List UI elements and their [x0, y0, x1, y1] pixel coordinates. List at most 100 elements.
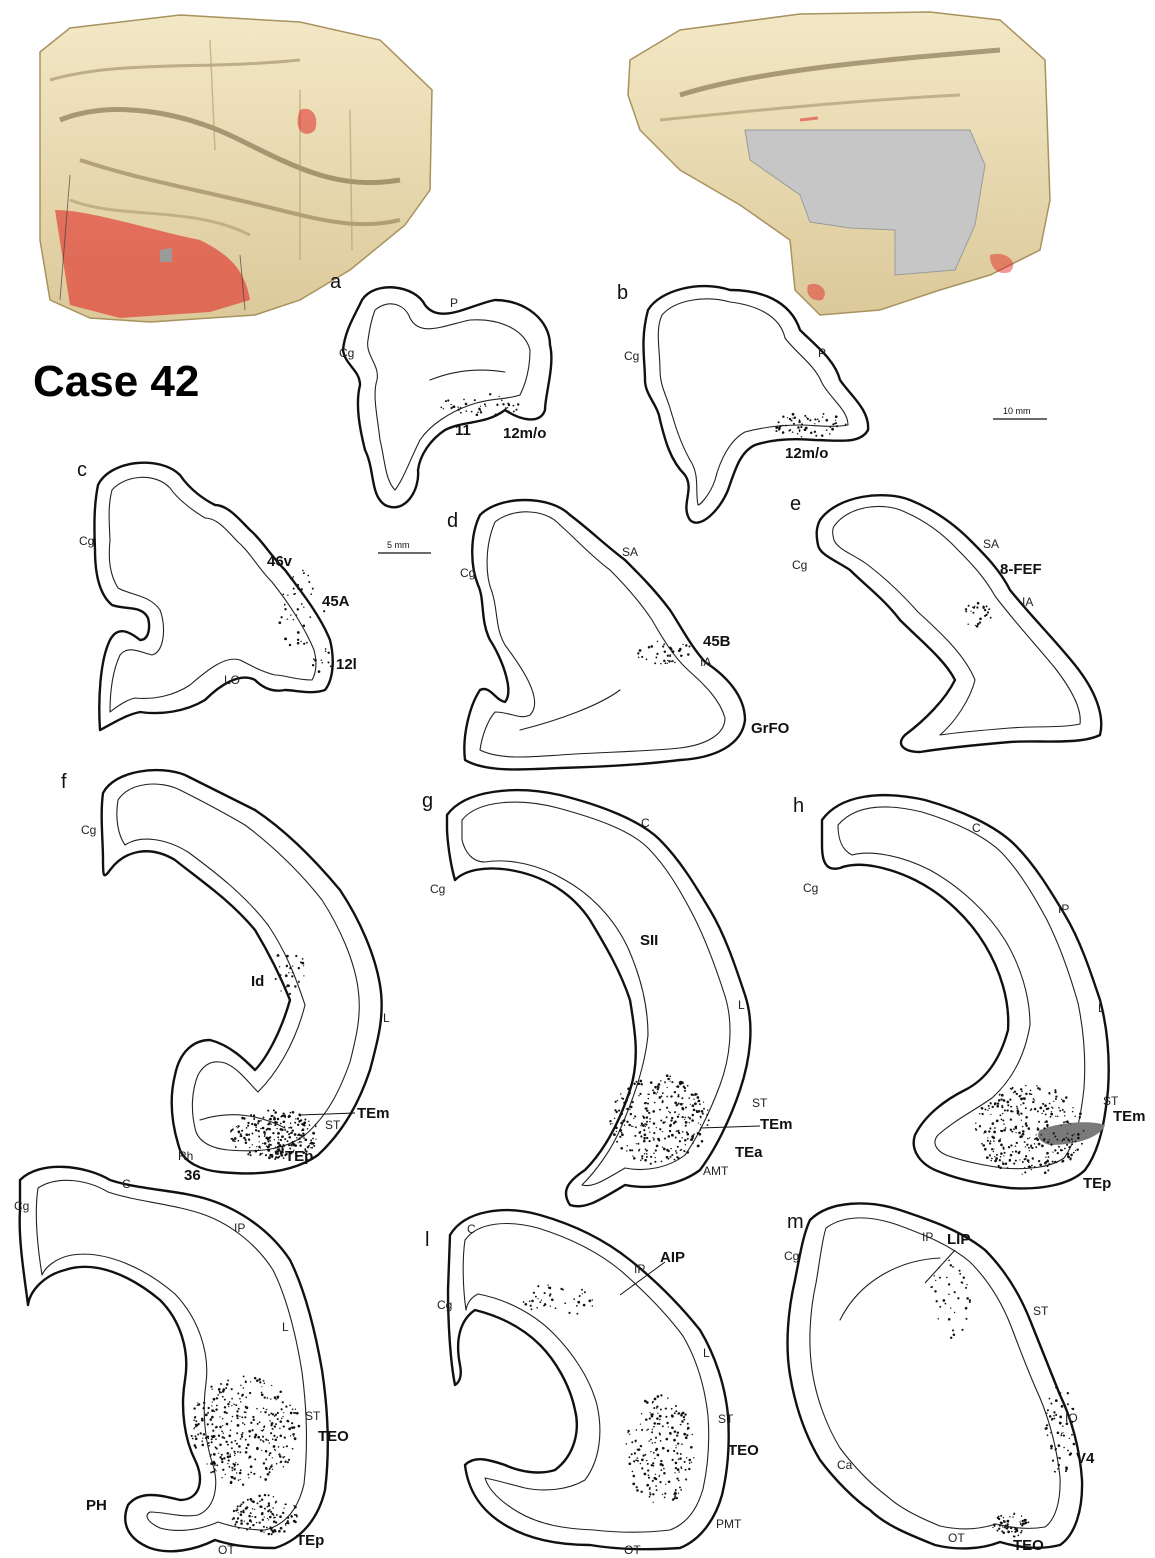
labeled-cell [296, 1151, 297, 1152]
labeled-cell [1005, 1127, 1007, 1129]
labeled-cell [240, 1511, 242, 1513]
labeled-cell [254, 1124, 257, 1127]
labeled-cell [681, 1137, 682, 1138]
labeled-cell [1047, 1169, 1049, 1171]
labeled-cell [667, 655, 669, 657]
labeled-cell [1059, 1422, 1062, 1425]
labeled-cell [635, 1126, 637, 1128]
labeled-cell [260, 1530, 263, 1533]
labeled-cell [1063, 1138, 1065, 1140]
labeled-cell [236, 1443, 238, 1445]
labeled-cell [274, 1415, 276, 1417]
labeled-cell [1071, 1421, 1073, 1423]
labeled-cell [1014, 1091, 1016, 1093]
labeled-cell [544, 1292, 546, 1294]
labeled-cell [652, 1462, 654, 1464]
labeled-cell [1003, 1129, 1006, 1132]
labeled-cell [1009, 1099, 1011, 1101]
labeled-cell [642, 1454, 644, 1456]
labeled-cell [988, 1130, 990, 1132]
sulcus-label-IA: IA [700, 655, 711, 669]
labeled-cell [245, 1508, 247, 1510]
labeled-cell [288, 1127, 290, 1129]
labeled-cell [654, 1102, 656, 1104]
labeled-cell [656, 653, 658, 655]
labeled-cell [211, 1389, 212, 1390]
labeled-cell [617, 1100, 618, 1101]
labeled-cell [301, 603, 303, 605]
labeled-cell [627, 1430, 629, 1432]
labeled-cell [685, 644, 687, 646]
labeled-cell [293, 1412, 295, 1414]
labeled-cell [263, 1429, 265, 1431]
labeled-cell [274, 1111, 277, 1114]
labeled-cell [285, 974, 288, 977]
labeled-cell [221, 1454, 223, 1456]
labeled-cell [1027, 1138, 1029, 1140]
labeled-cell [264, 1411, 266, 1413]
labeled-cell [240, 1469, 242, 1471]
labeled-cell [793, 423, 795, 425]
labeled-cell [295, 955, 297, 957]
area-label-12mo: 12m/o [503, 425, 546, 442]
labeled-cell [254, 1458, 256, 1460]
labeled-cell [649, 1492, 650, 1493]
labeled-cell [668, 1481, 671, 1484]
scale-label-10mm: 10 mm [1003, 406, 1031, 416]
labeled-cell [653, 1132, 655, 1134]
labeled-cell [659, 1419, 661, 1421]
labeled-cell [974, 606, 975, 607]
labeled-cell [1024, 1141, 1026, 1143]
labeled-cell [674, 1120, 677, 1123]
labeled-cell [1020, 1104, 1021, 1105]
labeled-cell [255, 1150, 258, 1153]
labeled-cell [1002, 1119, 1004, 1121]
labeled-cell [252, 1524, 254, 1526]
labeled-cell [686, 1131, 688, 1133]
panel-letter-b: b [617, 282, 628, 304]
labeled-cell [986, 1156, 989, 1159]
labeled-cell [1034, 1166, 1036, 1168]
labeled-cell [298, 1120, 301, 1123]
labeled-cell [806, 417, 807, 418]
labeled-cell [662, 1147, 663, 1148]
labeled-cell [689, 1122, 690, 1123]
labeled-cell [685, 1125, 687, 1127]
sulcus-label-IP: IP [1058, 902, 1069, 916]
labeled-cell [269, 1468, 270, 1469]
labeled-cell [845, 424, 847, 426]
labeled-cell [227, 1403, 229, 1405]
labeled-cell [997, 1103, 999, 1105]
labeled-cell [663, 1472, 666, 1475]
labeled-cell [655, 1485, 657, 1487]
labeled-cell [646, 1401, 649, 1404]
labeled-cell [936, 1300, 938, 1302]
labeled-cell [277, 1118, 280, 1121]
labeled-cell [1000, 1130, 1002, 1132]
labeled-cell [1032, 1157, 1034, 1159]
labeled-cell [691, 1119, 694, 1122]
labeled-cell [244, 1520, 245, 1521]
labeled-cell [679, 1081, 681, 1083]
labeled-cell [272, 1132, 274, 1134]
labeled-cell [512, 405, 514, 407]
labeled-cell [256, 1435, 257, 1436]
labeled-cell [285, 1405, 287, 1407]
labeled-cell [674, 1495, 676, 1497]
labeled-cell [1054, 1471, 1056, 1473]
labeled-cell [1070, 1157, 1072, 1159]
labeled-cell [1022, 1522, 1025, 1525]
labeled-cell [991, 1148, 993, 1150]
labeled-cell [981, 1143, 983, 1145]
labeled-cell [653, 1139, 654, 1140]
panel-letter-a: a [330, 271, 342, 293]
labeled-cell [268, 1414, 270, 1416]
labeled-cell [1049, 1398, 1051, 1400]
labeled-cell [234, 1137, 237, 1140]
labeled-cell [289, 1148, 291, 1150]
labeled-cell [228, 1434, 231, 1437]
sulcus-label-Cg: Cg [792, 558, 807, 572]
labeled-cell [309, 1124, 311, 1126]
sulcus-label-Cg: Cg [803, 881, 818, 895]
labeled-cell [1025, 1155, 1027, 1157]
